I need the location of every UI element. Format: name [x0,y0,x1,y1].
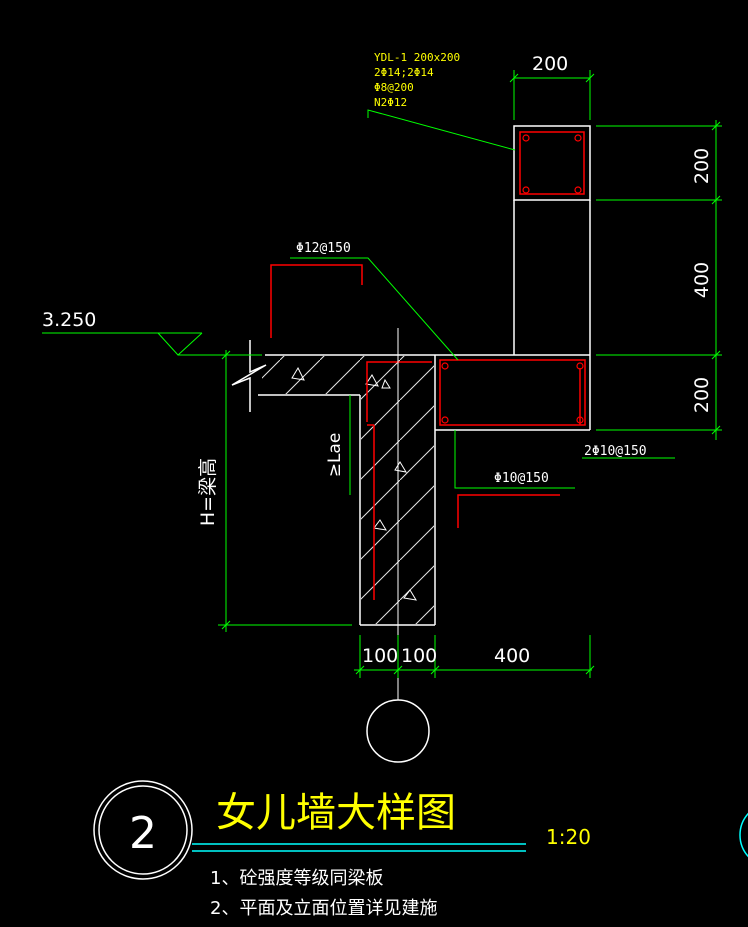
top-bar-leader [290,257,459,361]
callout-line-2: 2Φ14;2Φ14 [374,66,434,79]
column-callout: YDL-1 200x200 2Φ14;2Φ14 Φ8@200 N2Φ12 [374,51,460,109]
concrete-outline [231,125,591,626]
rebar [270,131,586,600]
break-line [231,340,267,412]
beam-stirrup [439,359,586,426]
detail-number: 2 [129,808,157,859]
dim-bottom-left-2: 100 [401,645,437,667]
dim-bottom-right: 400 [494,645,530,667]
bottom-bar-leader [454,430,575,489]
title-block: 2 女儿墙大样图 1:20 1、砼强度等级同梁板 2、平面及立面位置详见建施 [93,780,591,919]
dim-top-width: 200 [532,53,568,75]
dimension-lines [42,70,722,678]
callout-line-4: N2Φ12 [374,96,407,109]
anchorage-label: ≥Lae [325,433,345,478]
detail-circle-inner [98,785,188,875]
bottom-bar [457,494,560,528]
top-bar-label: Φ12@150 [296,241,351,256]
drawing-scale: 1:20 [546,825,591,849]
dim-right-mid: 400 [691,262,713,298]
note-2: 2、平面及立面位置详见建施 [210,898,437,919]
rebar-dots [441,134,584,424]
dim-right-bottom: 200 [691,377,713,413]
parapet-column-outline [513,125,591,201]
drawing-title: 女儿墙大样图 [216,790,456,836]
column-stirrup [519,131,585,195]
right-bar-label: 2Φ10@150 [584,444,647,459]
callout-line-3: Φ8@200 [374,81,414,94]
column-leader [367,109,516,151]
dim-right-top: 200 [691,148,713,184]
callout-line-1: YDL-1 200x200 [374,51,460,64]
detail-circle-outer [93,780,193,880]
dim-bottom-left-1: 100 [362,645,398,667]
elevation-label: 3.250 [42,309,96,331]
edge-axis-bubble [739,812,748,858]
beam-height-label: H=梁高 [197,458,219,526]
bottom-bar-label: Φ10@150 [494,471,549,486]
axis-bubble [366,699,430,763]
note-1: 1、砼强度等级同梁板 [210,868,383,889]
concrete-hatch [262,356,434,624]
wall-bar-left [366,361,432,422]
top-bar [270,264,363,338]
